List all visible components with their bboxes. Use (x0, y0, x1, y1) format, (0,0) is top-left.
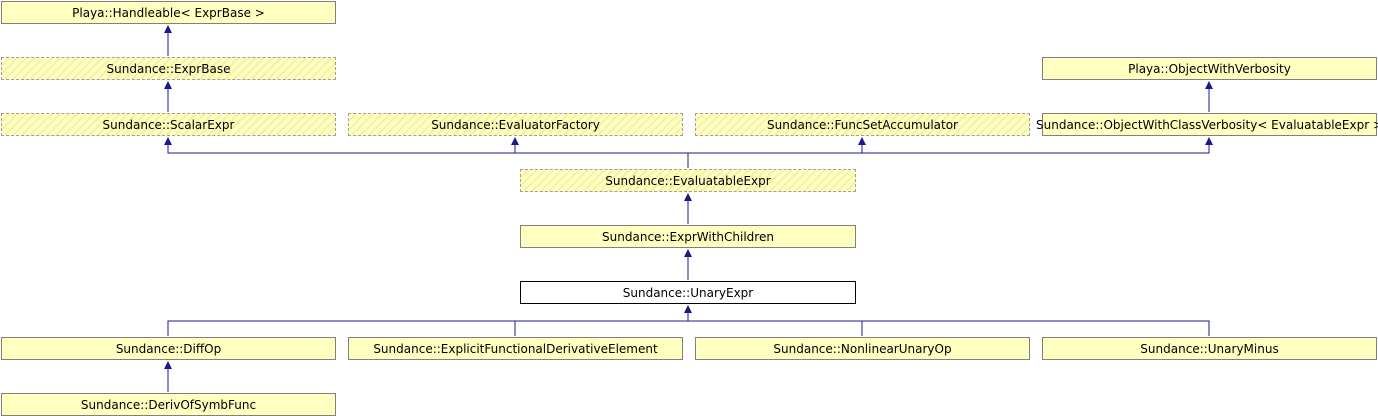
edge-evaluatable-evaluatorfactory (511, 137, 688, 154)
edge-evaluatable-funcsetaccumulator (688, 137, 866, 154)
node-evaluatorfactory[interactable]: Sundance::EvaluatorFactory (348, 113, 683, 136)
node-scalarexpr[interactable]: Sundance::ScalarExpr (1, 113, 336, 136)
node-unaryminus[interactable]: Sundance::UnaryMinus (1042, 337, 1377, 360)
node-explicitfunctionalderivativeelement[interactable]: Sundance::ExplicitFunctionalDerivativeEl… (348, 337, 683, 360)
node-funcsetaccumulator[interactable]: Sundance::FuncSetAccumulator (695, 113, 1030, 136)
node-handleable[interactable]: Playa::Handleable< ExprBase > (1, 1, 336, 24)
node-diffop[interactable]: Sundance::DiffOp (1, 337, 336, 360)
node-nonlinearunaryop[interactable]: Sundance::NonlinearUnaryOp (695, 337, 1030, 360)
edge-unaryminus-unaryexpr (862, 320, 1210, 336)
node-unaryexpr: Sundance::UnaryExpr (520, 281, 856, 304)
edge-evaluatable-classverbosity (688, 137, 1213, 154)
node-derivofsymbfunc[interactable]: Sundance::DerivOfSymbFunc (1, 393, 336, 416)
node-exprwithchildren[interactable]: Sundance::ExprWithChildren (520, 225, 856, 248)
node-objectwithverbosity[interactable]: Playa::ObjectWithVerbosity (1042, 57, 1377, 80)
edge-diffop-unaryexpr (167, 305, 692, 336)
edge-nonlinearunaryop-unaryexpr (688, 320, 863, 336)
node-objectwithclassverbosity[interactable]: Sundance::ObjectWithClassVerbosity< Eval… (1036, 113, 1378, 136)
edge-evaluatable-scalarexpr (164, 137, 689, 168)
node-evaluatableexpr[interactable]: Sundance::EvaluatableExpr (520, 169, 856, 192)
node-exprbase[interactable]: Sundance::ExprBase (1, 57, 336, 80)
